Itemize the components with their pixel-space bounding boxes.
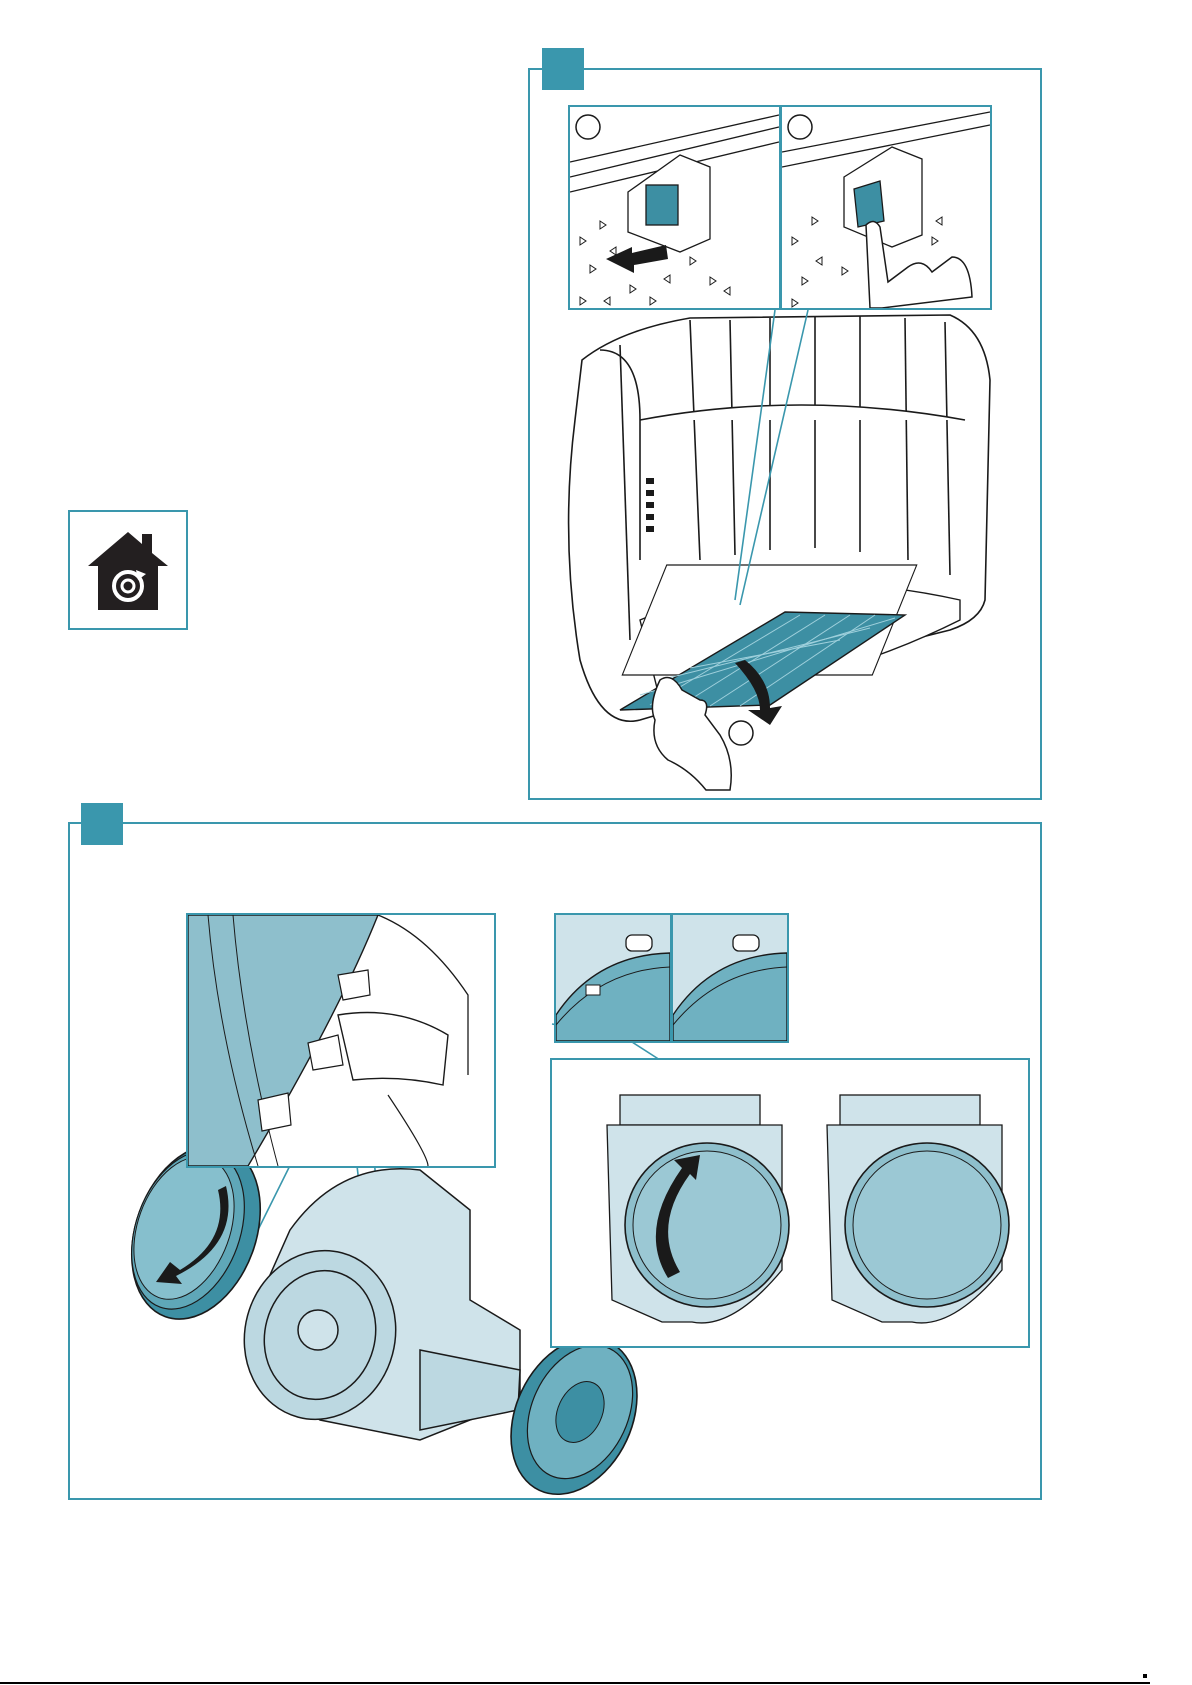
page-corner-mark — [1143, 1674, 1147, 1678]
clip-detail-callout — [186, 913, 496, 1168]
housing-comparison-box — [550, 1058, 1030, 1348]
housing-locked — [827, 1095, 1009, 1323]
bayonet-unlocked-callout — [554, 913, 672, 1043]
page-bottom-rule — [0, 1682, 1150, 1684]
bayonet-locked-callout — [671, 913, 789, 1043]
housing-rotating — [607, 1095, 789, 1323]
blower-motor — [226, 1169, 520, 1440]
